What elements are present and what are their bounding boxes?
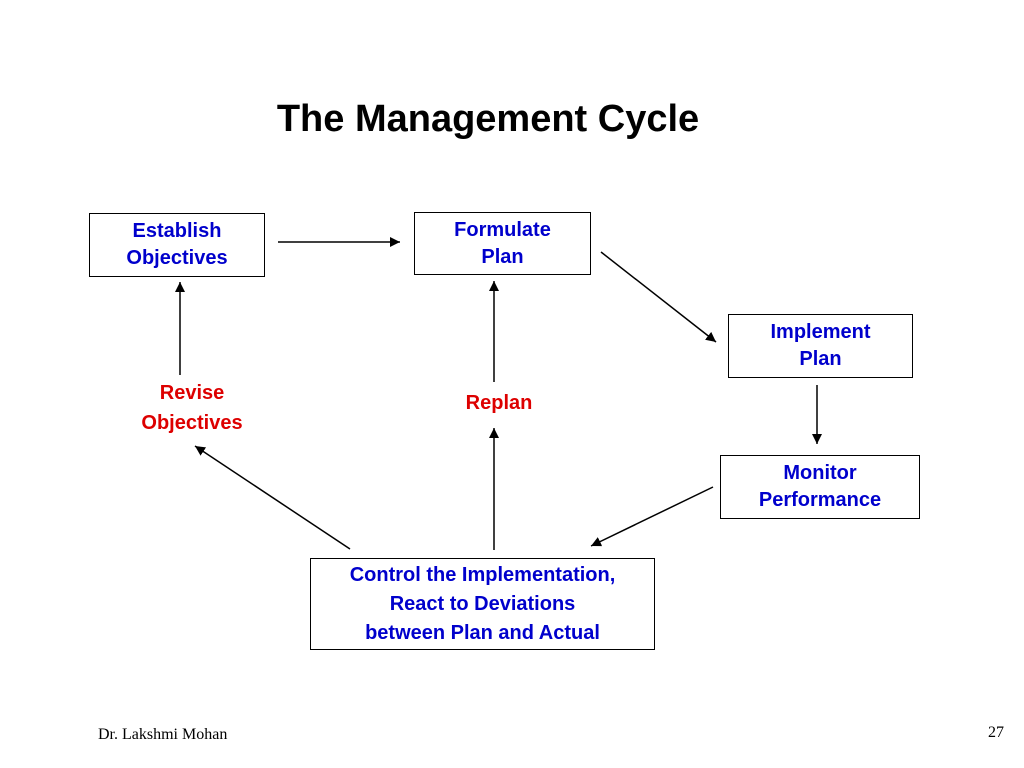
footer-author: Dr. Lakshmi Mohan	[98, 726, 228, 743]
label-replan: Replan	[465, 392, 533, 414]
slide-number: 27	[988, 724, 1004, 741]
node-formulate-plan: Formulate Plan	[414, 212, 591, 275]
arrow-monitor-to-control	[590, 486, 714, 547]
node-establish-objectives: Establish Objectives	[89, 213, 265, 277]
node-implement-plan: Implement Plan	[728, 314, 913, 378]
node-monitor-performance: Monitor Performance	[720, 455, 920, 519]
arrow-control-to-revise	[194, 445, 351, 550]
label-revise-objectives: Revise Objectives	[141, 382, 243, 434]
node-control-implementation: Control the Implementation, React to Dev…	[310, 558, 655, 650]
arrow-formulate-to-implement	[600, 251, 717, 343]
page-title: The Management Cycle	[276, 98, 700, 140]
